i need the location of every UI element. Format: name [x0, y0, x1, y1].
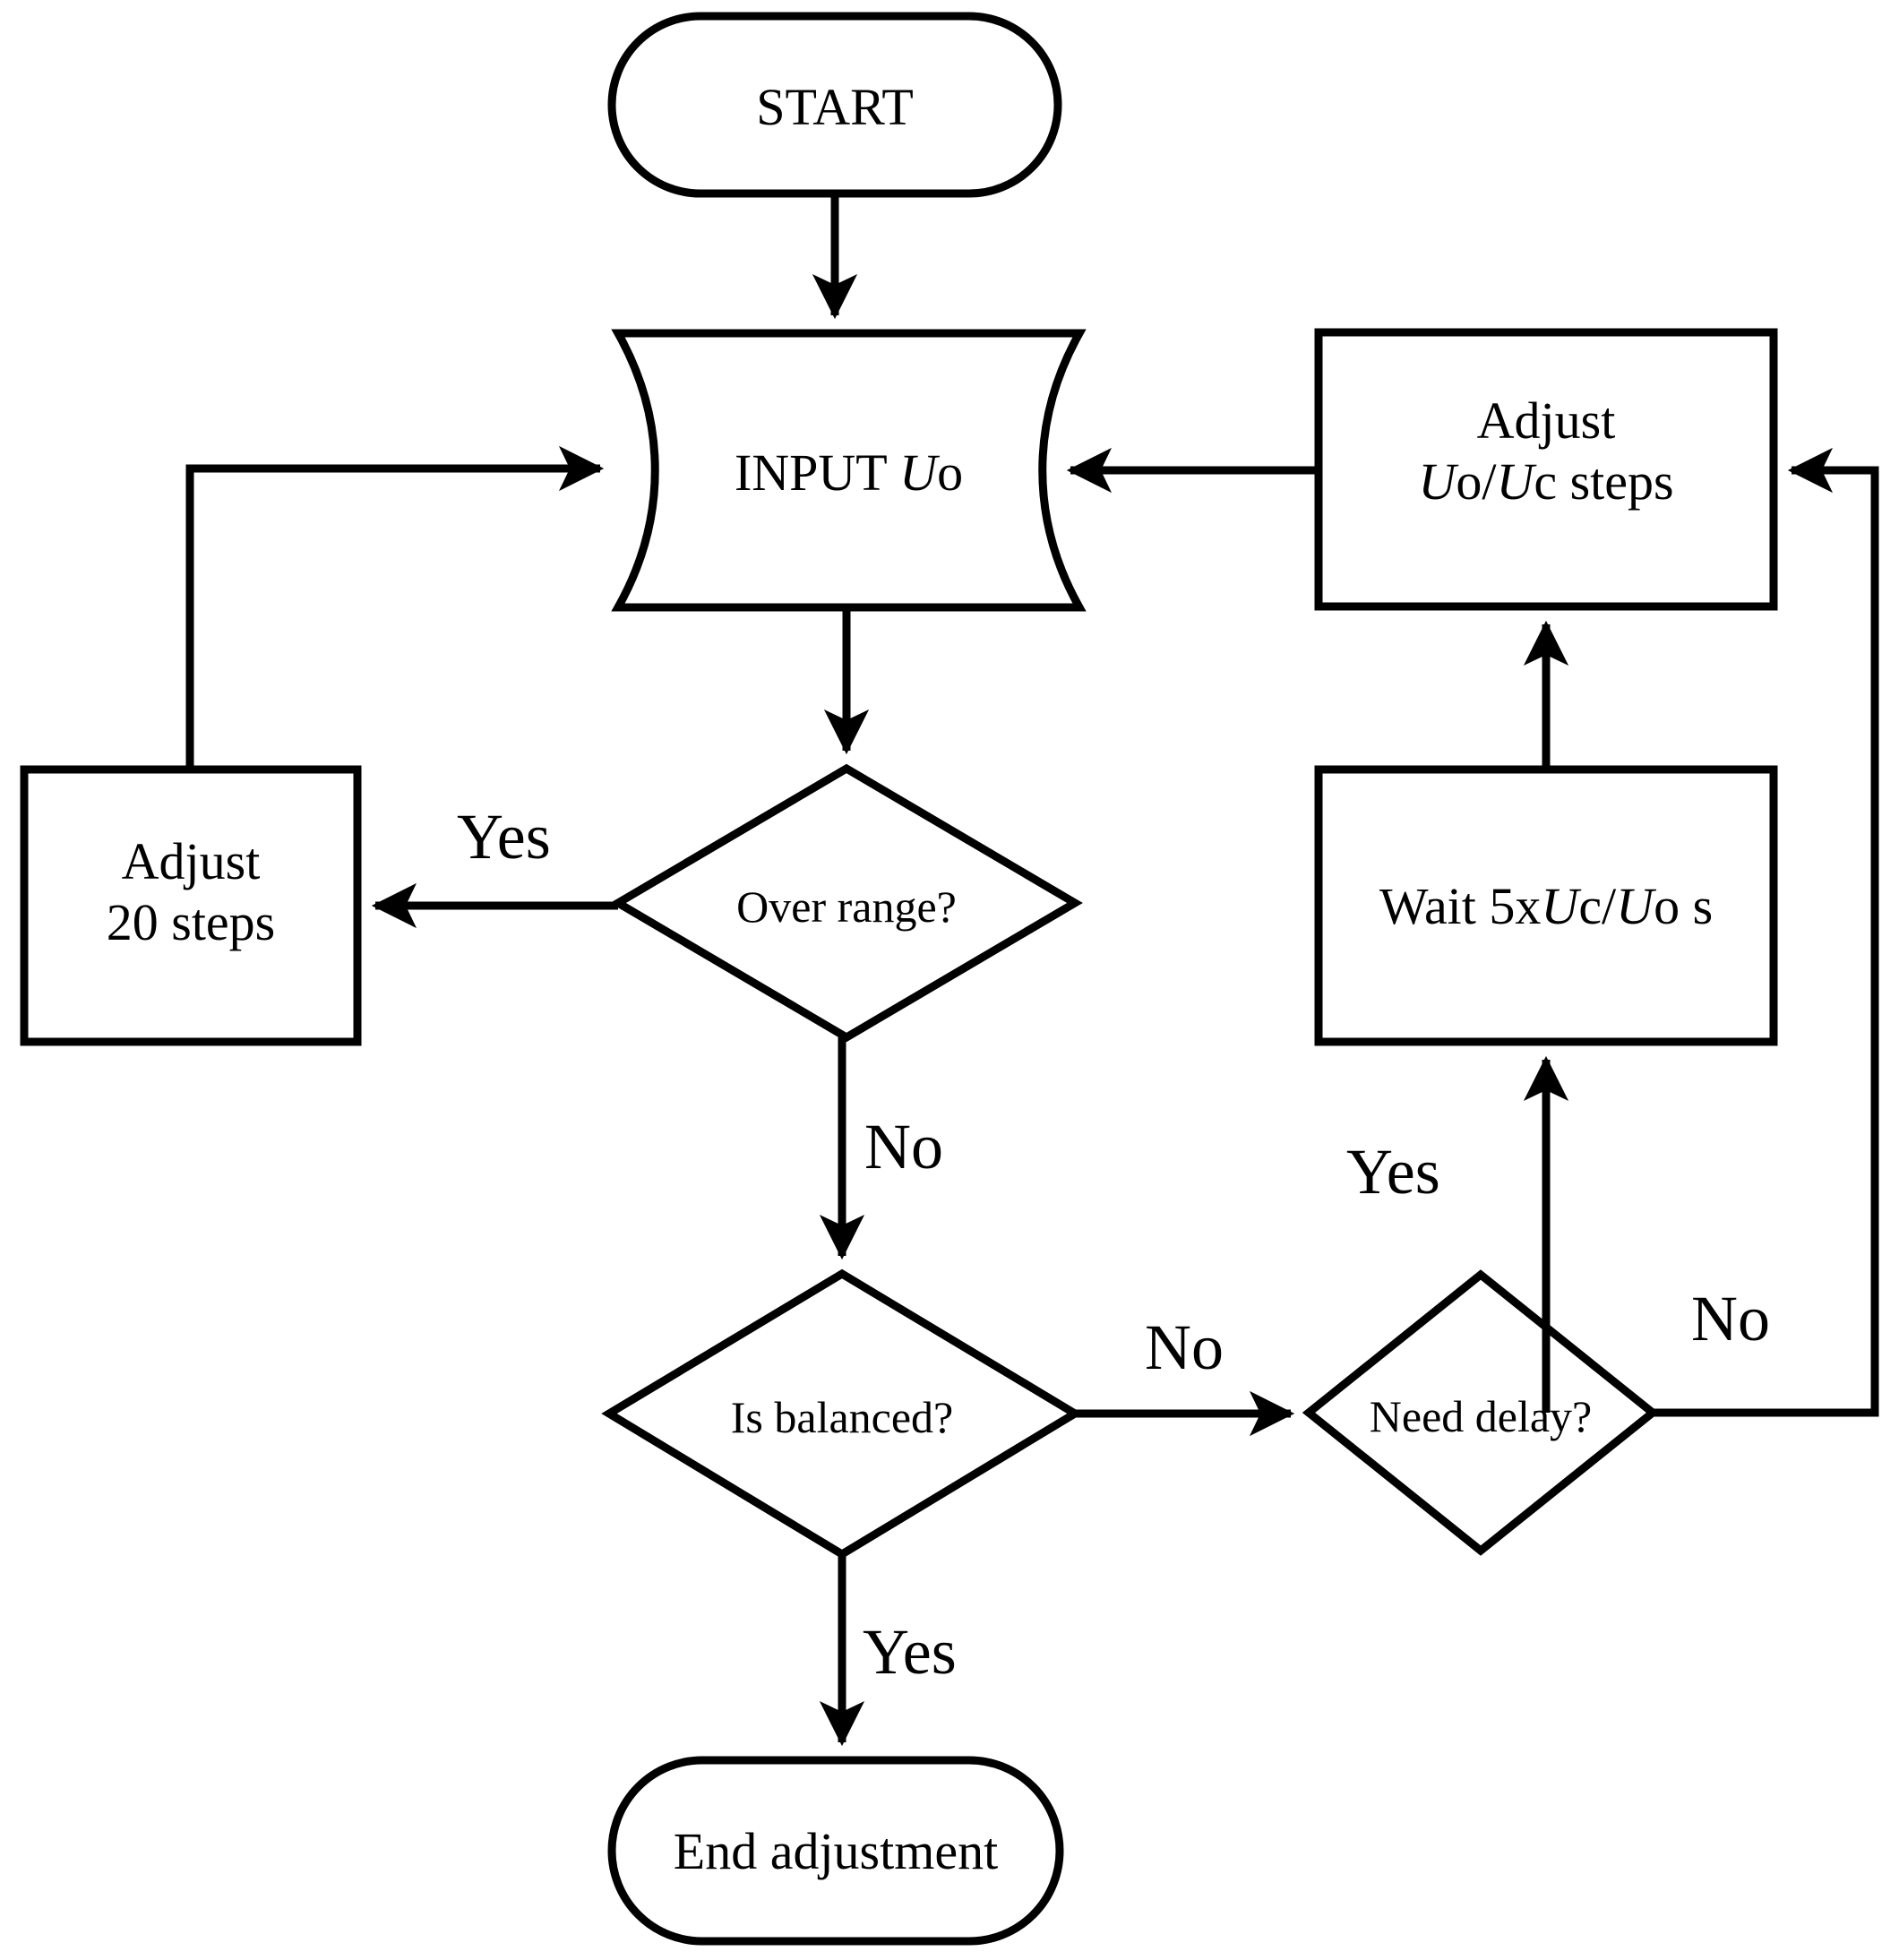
edge-label-no-is-balanced: No [1145, 1311, 1224, 1383]
node-is-balanced-shape [601, 1268, 1083, 1560]
node-adjust-ratio-shape [1314, 328, 1778, 611]
node-adjust-20-shape [20, 765, 362, 1046]
node-start-shape [607, 12, 1062, 198]
node-input-uo-shape [611, 329, 1087, 612]
edge-adjust20-to-input [185, 445, 605, 769]
node-wait-shape [1314, 765, 1778, 1046]
edge-need-delay-no-to-adjust-ratio [1653, 447, 1879, 1417]
edge-label-yes-need-delay: Yes [1346, 1136, 1440, 1208]
edge-label-no-need-delay: No [1691, 1283, 1770, 1354]
node-end-shape [607, 1756, 1064, 1946]
edge-label-yes-is-balanced: Yes [863, 1616, 957, 1688]
edge-label-yes-over-range: Yes [457, 801, 551, 873]
node-need-delay-shape [1302, 1269, 1660, 1556]
edge-label-no-over-range: No [864, 1111, 943, 1182]
node-over-range-shape [610, 763, 1083, 1043]
